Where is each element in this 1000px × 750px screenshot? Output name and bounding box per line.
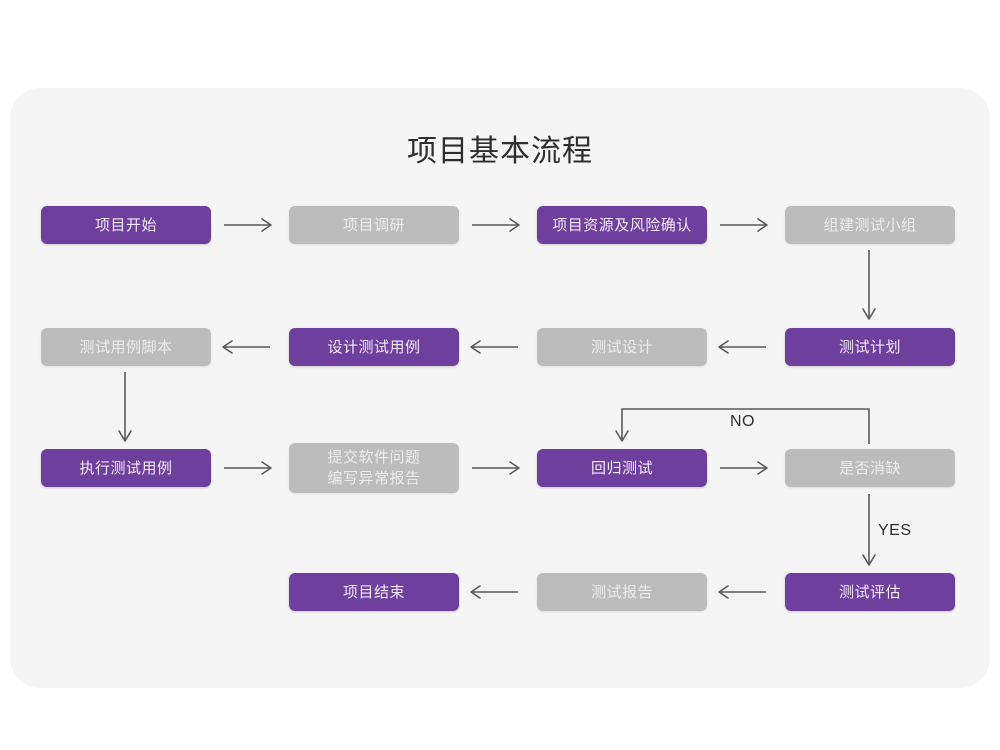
node-execute-test-case[interactable]: 执行测试用例: [41, 449, 211, 487]
node-test-report[interactable]: 测试报告: [537, 573, 707, 611]
node-submit-defect-report[interactable]: 提交软件问题 编写异常报告: [289, 443, 459, 493]
node-project-research[interactable]: 项目调研: [289, 206, 459, 244]
node-project-end[interactable]: 项目结束: [289, 573, 459, 611]
node-test-plan[interactable]: 测试计划: [785, 328, 955, 366]
node-form-test-team[interactable]: 组建测试小组: [785, 206, 955, 244]
node-regression-test[interactable]: 回归测试: [537, 449, 707, 487]
edge-label-yes: YES: [878, 522, 912, 539]
node-project-start[interactable]: 项目开始: [41, 206, 211, 244]
node-resource-risk-confirm[interactable]: 项目资源及风险确认: [537, 206, 707, 244]
node-defect-cleared-decision[interactable]: 是否消缺: [785, 449, 955, 487]
page-title: 项目基本流程: [407, 135, 593, 168]
node-test-design[interactable]: 测试设计: [537, 328, 707, 366]
node-test-evaluation[interactable]: 测试评估: [785, 573, 955, 611]
edge-label-no: NO: [730, 413, 755, 430]
node-design-test-case[interactable]: 设计测试用例: [289, 328, 459, 366]
node-test-case-script[interactable]: 测试用例脚本: [41, 328, 211, 366]
